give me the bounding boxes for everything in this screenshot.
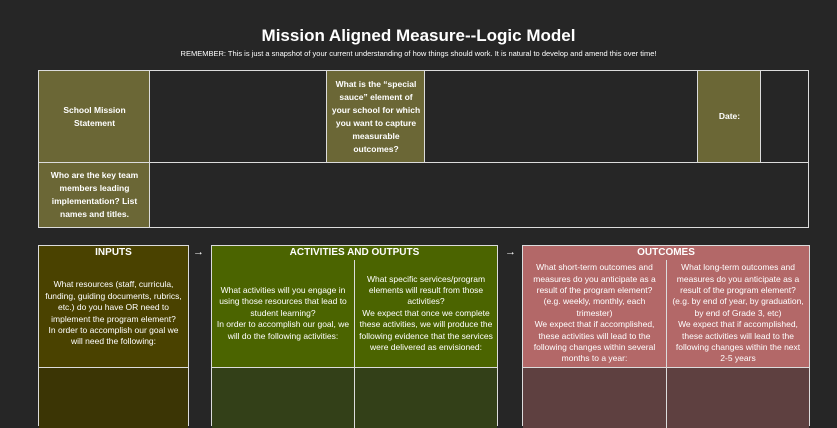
mission-statement-field[interactable] [150,71,327,162]
outcomes-right-prompt: What long-term outcomes and measures do … [667,260,809,368]
activities-right-text: What specific services/program elements … [359,273,493,353]
top-table: School Mission Statement What is the “sp… [38,70,809,228]
date-field[interactable] [761,71,808,162]
activities-right-prompt: What specific services/program elements … [355,260,497,368]
activities-heading: ACTIVITIES AND OUTPUTS [212,246,497,261]
page-subtitle: REMEMBER: This is just a snapshot of you… [180,49,657,58]
special-sauce-text: What is the “special sauce” element of y… [331,78,421,154]
grid-line [697,71,698,162]
arrow-right-icon: → [193,246,204,258]
grid-line [149,71,150,228]
grid-line [326,71,327,162]
outcomes-left-prompt: What short-term outcomes and measures do… [523,260,667,368]
grid-line [760,71,761,162]
team-members-field[interactable] [150,163,808,227]
activities-left-entry[interactable] [212,368,355,428]
special-sauce-label: What is the “special sauce” element of y… [327,71,425,162]
team-members-label: Who are the key team members leading imp… [39,163,150,227]
date-label-text: Date: [718,111,741,121]
inputs-entry[interactable] [39,368,188,428]
outcomes-left-entry[interactable] [523,368,667,428]
inputs-heading: INPUTS [39,246,188,261]
special-sauce-field[interactable] [425,71,698,162]
mission-statement-label: School Mission Statement [39,71,150,162]
outcomes-heading: OUTCOMES [523,246,809,261]
grid-line [424,71,425,162]
activities-left-prompt: What activities will you engage in using… [212,260,355,368]
activities-section: ACTIVITIES AND OUTPUTS What activities w… [211,245,498,428]
inputs-section: INPUTS What resources (staff, curricula,… [38,245,189,428]
team-members-text: Who are the key team members leading imp… [50,170,139,219]
outcomes-right-text: What long-term outcomes and measures do … [672,262,804,364]
outcomes-right-entry[interactable] [667,368,809,428]
page-title: Mission Aligned Measure--Logic Model [261,26,576,45]
grid-line [39,162,808,163]
inputs-prompt-text: What resources (staff, curricula, fundin… [45,279,182,347]
inputs-prompt: What resources (staff, curricula, fundin… [39,260,188,368]
date-label: Date: [698,71,761,162]
outcomes-section: OUTCOMES What short-term outcomes and me… [522,245,810,428]
activities-left-text: What activities will you engage in using… [216,284,350,341]
activities-right-entry[interactable] [355,368,497,428]
outcomes-left-text: What short-term outcomes and measures do… [533,262,656,364]
arrow-right-icon: → [505,246,516,258]
mission-statement-text: School Mission Statement [63,104,126,128]
